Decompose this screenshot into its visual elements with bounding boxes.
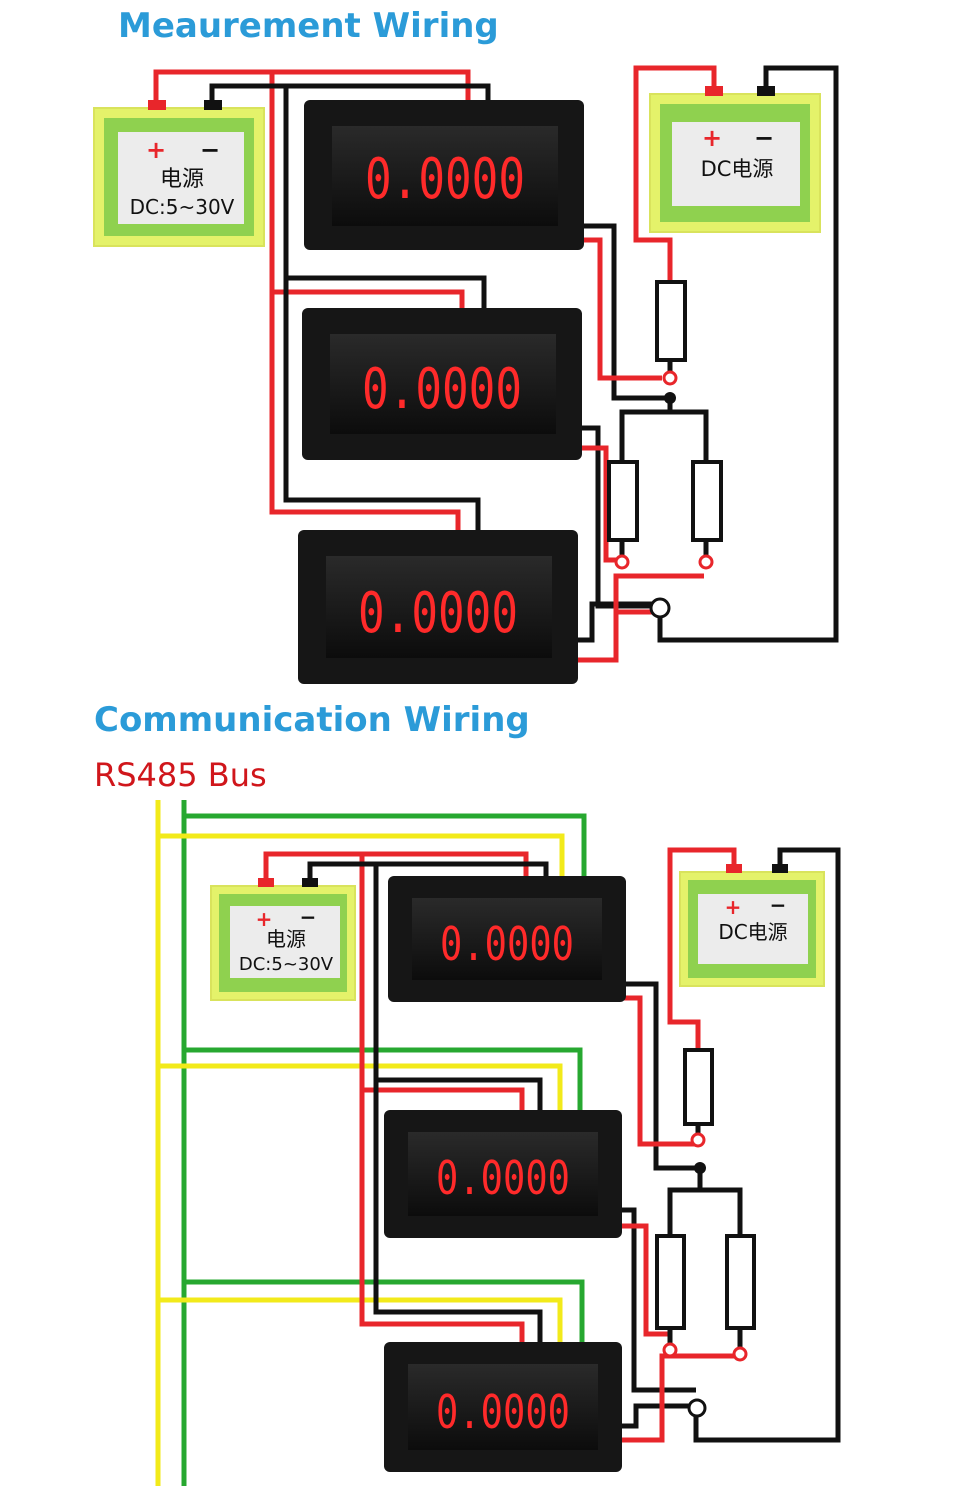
meter-reading: 0.0000 [436,1385,570,1439]
meter-reading: 0.0000 [440,917,574,971]
resistor-r2 [607,460,639,542]
meter-reading: 0.0000 [362,357,522,422]
supply-range-label: DC:5~30V [130,195,235,219]
meter-reading: 0.0000 [436,1151,570,1205]
resistor-r2 [655,1234,686,1330]
supply-minus-label: − [300,905,317,929]
supply-range-label: DC:5~30V [239,954,334,975]
dc-minus-label: − [770,893,787,917]
panel-meter-3: 0.0000 [384,1342,622,1472]
rs485-bus-label: RS485 Bus [94,756,267,794]
meter-reading: 0.0000 [358,581,518,646]
terminal [662,370,678,386]
supply-plus-label: + [256,907,273,931]
panel-meter-1: 0.0000 [388,876,626,1002]
ground-terminal [687,1398,707,1418]
dc-supply: + − DC电源 [679,864,825,987]
rs485-bus-wires [155,800,587,1486]
panel-meter-1: 0.0000 [304,100,584,250]
dc-minus-label: − [754,124,774,152]
supply-minus-label: − [200,136,220,164]
resistor-r3 [725,1234,756,1330]
measurement-wires [153,65,839,663]
ground-terminal [649,597,671,619]
dc-plus-label: + [702,124,722,152]
panel-meter-2: 0.0000 [302,308,582,460]
terminal [662,1342,678,1358]
resistor-r3 [691,460,723,542]
power-supply-meter: + − 电源 DC:5~30V [93,100,265,247]
junction-node [664,392,676,404]
dc-name-label: DC电源 [718,920,787,944]
terminal [732,1346,748,1362]
terminal [690,1132,706,1148]
terminal [614,554,630,570]
supply-name-label: 电源 [160,167,204,192]
resistor-r1 [683,1048,714,1126]
terminal [698,554,714,570]
junction-node [694,1162,706,1174]
supply-plus-label: + [146,136,166,164]
measurement-wiring-title: Meaurement Wiring [118,6,499,46]
communication-wiring-title: Communication Wiring [94,700,530,740]
supply-name-label: 电源 [266,927,306,951]
resistor-r1 [655,280,687,362]
panel-meter-2: 0.0000 [384,1110,622,1238]
communication-power-wires [263,847,841,1443]
dc-name-label: DC电源 [701,157,774,181]
panel-meter-3: 0.0000 [298,530,578,684]
meter-reading: 0.0000 [365,147,525,212]
dc-supply: + − DC电源 [649,86,821,233]
dc-plus-label: + [725,895,742,919]
power-supply-meter: + − 电源 DC:5~30V [210,878,356,1001]
